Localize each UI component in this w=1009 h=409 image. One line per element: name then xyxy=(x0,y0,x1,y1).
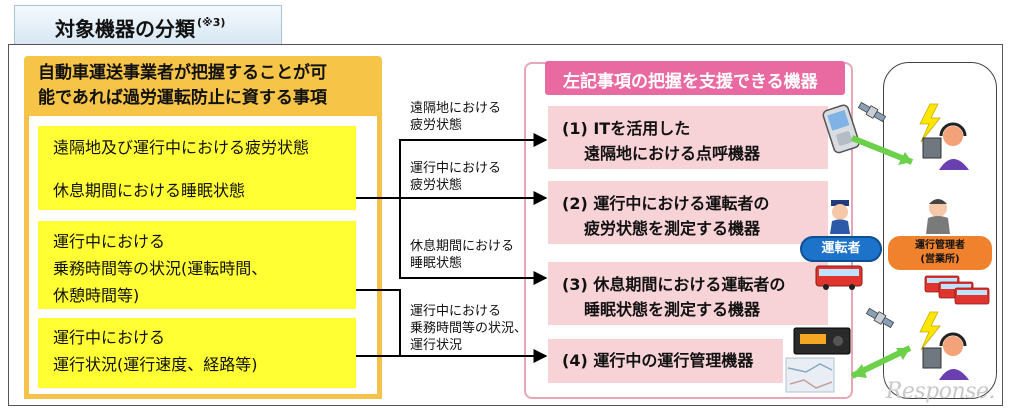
left-box-line: 遠隔地及び運行中における疲労状態 xyxy=(53,138,310,157)
bus-icon xyxy=(815,265,863,290)
title-text: 対象機器の分類 xyxy=(55,17,195,41)
left-header-line1: 自動車運送事業者が把握することが可 xyxy=(38,63,327,83)
left-header: 自動車運送事業者が把握することが可 能であれば過労運転防止に資する事項 xyxy=(24,56,382,116)
connector-label-line: 睡眠状態 xyxy=(410,256,463,271)
device-line: 疲労状態を測定する機器 xyxy=(584,219,761,238)
driver-badge: 運転者 xyxy=(800,236,882,262)
connector-label-line: 運行中における xyxy=(410,161,502,176)
connector-label-line: 遠隔地における xyxy=(410,101,502,116)
watermark-logo: Response. xyxy=(885,379,996,404)
connector-arrows xyxy=(356,133,548,363)
connector-label-line: 運行状況 xyxy=(410,338,463,353)
connector-label-line: 乗務時間等の状況、 xyxy=(410,321,528,336)
section-title: 対象機器の分類(※3) xyxy=(14,5,282,45)
manager-person-icon xyxy=(926,199,950,234)
connector-label-duty-status: 運行中における 乗務時間等の状況、 運行状況 xyxy=(410,303,527,354)
left-box-line: 運行中における xyxy=(53,328,166,347)
tachograph-device-icon xyxy=(793,327,851,355)
device-box-operation-management: (4) 運行中の運行管理機器 xyxy=(548,339,783,383)
left-header-line2: 能であれば過労運転防止に資する事項 xyxy=(38,88,327,108)
manager-badge-line: (営業所) xyxy=(920,254,960,265)
operator-icon xyxy=(922,122,969,170)
arrow-to-sleep xyxy=(399,198,548,285)
left-box-duty-time: 運行中における 乗務時間等の状況(運転時間、 休憩時間等) xyxy=(38,221,356,309)
device-line: 遠隔地における点呼機器 xyxy=(584,144,761,163)
device-line: (1) ITを活用した xyxy=(562,119,691,138)
signal-arrow-icon xyxy=(850,135,914,165)
device-line: (2) 運行中における運転者の xyxy=(562,194,770,213)
device-box-sleep-measure: (3) 休息期間における運転者の 睡眠状態を測定する機器 xyxy=(548,262,828,325)
bus-fleet-icon xyxy=(924,275,990,305)
device-line: 睡眠状態を測定する機器 xyxy=(584,300,761,319)
connector-label-line: 休息期間における xyxy=(410,239,515,254)
manager-badge: 運行管理者 (営業所) xyxy=(888,236,992,270)
left-box-line: 運行中における xyxy=(53,232,166,251)
left-box-line: 休憩時間等) xyxy=(53,286,140,305)
device-line: (3) 休息期間における運転者の xyxy=(562,275,786,294)
manager-badge-line: 運行管理者 xyxy=(915,240,965,251)
title-note: (※3) xyxy=(197,16,226,29)
lightning-icon xyxy=(919,311,941,351)
left-box-line: 運行状況(運行速度、経路等) xyxy=(53,355,258,374)
device-box-remote-rollcall: (1) ITを活用した 遠隔地における点呼機器 xyxy=(548,106,828,169)
connector-label-rest-sleep: 休息期間における 睡眠状態 xyxy=(410,238,514,272)
device-box-fatigue-measure: (2) 運行中における運転者の 疲労状態を測定する機器 xyxy=(548,181,828,244)
connector-label-line: 運行中における xyxy=(410,304,502,319)
left-box-line: 乗務時間等の状況(運転時間、 xyxy=(53,259,268,278)
right-header: 左記事項の把握を支援できる機器 xyxy=(545,61,845,95)
device-line: (4) 運行中の運行管理機器 xyxy=(562,351,754,370)
left-box-line: 休息期間における睡眠状態 xyxy=(53,181,246,200)
connector-label-line: 疲労状態 xyxy=(410,178,463,193)
operator-icon xyxy=(922,332,969,380)
signal-arrow-icon xyxy=(850,345,912,379)
mobile-phone-icon xyxy=(822,104,860,154)
driver-person-icon xyxy=(830,200,850,234)
arrow-to-operation xyxy=(356,289,548,363)
left-box-operation-status: 運行中における 運行状況(運行速度、経路等) xyxy=(38,318,356,388)
lightning-icon xyxy=(919,103,941,143)
connector-label-line: 疲労状態 xyxy=(410,118,463,133)
map-icon xyxy=(785,357,835,393)
connector-label-driving-fatigue: 運行中における 疲労状態 xyxy=(410,160,501,194)
arrow-to-rollcall xyxy=(356,133,548,199)
satellite-icon xyxy=(857,101,887,123)
connector-label-remote-fatigue: 遠隔地における 疲労状態 xyxy=(410,100,501,134)
satellite-icon xyxy=(865,307,895,329)
outer-frame xyxy=(8,44,1003,406)
left-box-fatigue-sleep: 遠隔地及び運行中における疲労状態 休息期間における睡眠状態 xyxy=(38,126,356,210)
